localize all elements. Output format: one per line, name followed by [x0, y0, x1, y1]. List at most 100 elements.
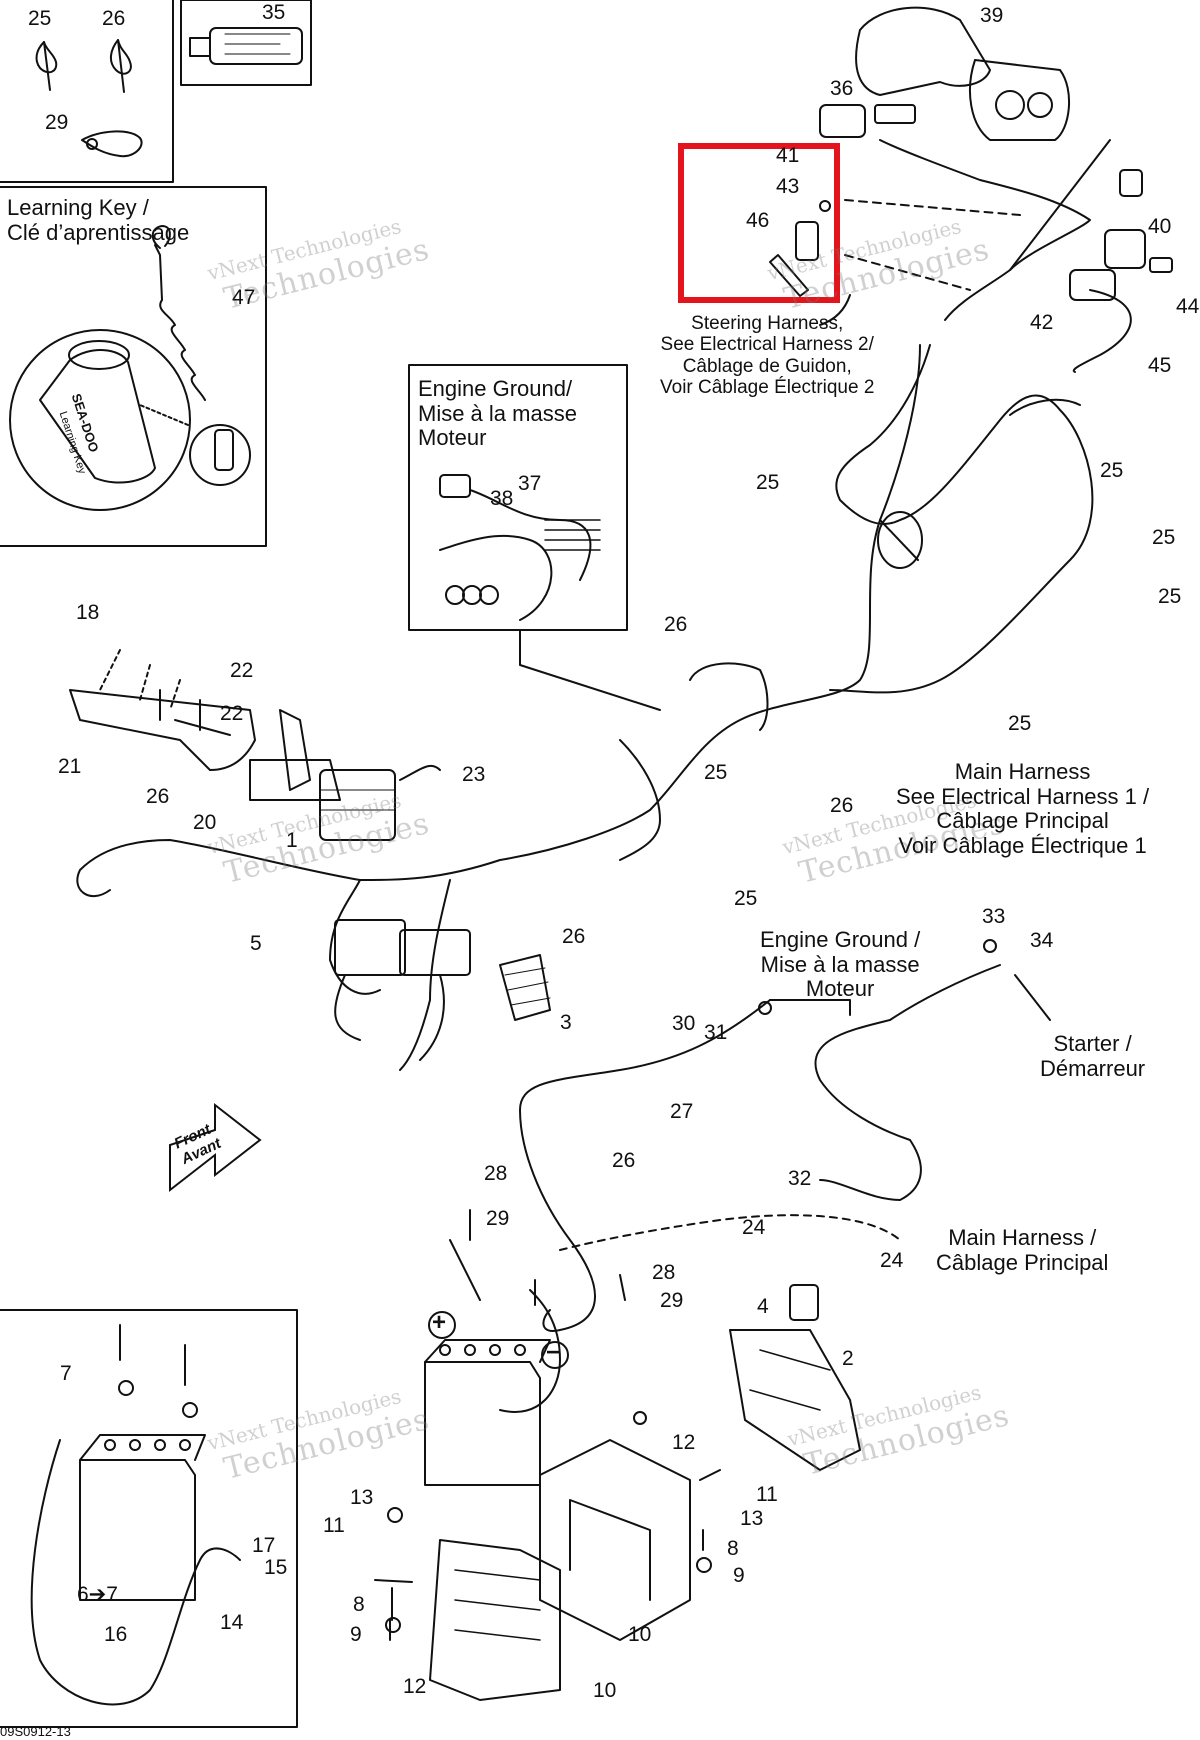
callout-36: 36 — [830, 77, 854, 100]
callout-43: 43 — [776, 175, 800, 198]
callout-11: 11 — [323, 1514, 345, 1537]
learning-key-caption: Learning Key / Clé d’aprentissage — [7, 195, 190, 245]
starter-arrow — [1014, 974, 1051, 1021]
inset-frame-battery — [0, 1309, 298, 1728]
main-harness-line — [619, 739, 661, 861]
callout-15: 15 — [264, 1556, 288, 1579]
engine-ground-leader — [519, 629, 661, 711]
callout-34: 34 — [1030, 929, 1054, 952]
battery-tray-illustration — [429, 1439, 691, 1701]
engine-ground-arrow — [769, 999, 851, 1016]
fastener-group — [118, 939, 997, 1641]
callout-18: 18 — [76, 601, 100, 624]
callout-26: 26 — [146, 785, 170, 808]
callout-6-to-7: 6➔7 — [77, 1583, 118, 1606]
callout-28: 28 — [652, 1261, 676, 1284]
battery-minus-symbol: − — [546, 1339, 561, 1366]
ecm-illustration — [334, 919, 471, 1061]
bolt-dash — [99, 649, 121, 691]
steering-harness-caption: Steering Harness, See Electrical Harness… — [660, 313, 875, 398]
inset-frame-ties — [0, 0, 174, 183]
callout-11: 11 — [756, 1483, 778, 1506]
front-arrow-icon — [169, 1102, 262, 1193]
bracket-illustration — [69, 689, 256, 771]
callout-31: 31 — [704, 1021, 728, 1044]
callout-27: 27 — [670, 1100, 694, 1123]
callout-14: 14 — [220, 1611, 244, 1634]
connector-45-wire — [1072, 289, 1132, 373]
main-harness-line — [399, 879, 451, 1071]
bolt-dash — [139, 664, 151, 701]
battery-illustration-inset — [30, 1434, 241, 1706]
steering-harness-branch — [1009, 139, 1111, 271]
callout-9: 9 — [350, 1623, 362, 1646]
callout-10: 10 — [593, 1679, 617, 1702]
callout-2: 2 — [842, 1347, 854, 1370]
main-harness-line — [829, 344, 1094, 694]
callout-28: 28 — [484, 1162, 508, 1185]
callout-30: 30 — [672, 1012, 696, 1035]
callout-25: 25 — [1008, 712, 1032, 735]
fuse-box-illustration — [249, 709, 441, 841]
callout-21: 21 — [58, 755, 82, 778]
callout-45: 45 — [1148, 354, 1172, 377]
callout-16: 16 — [104, 1623, 128, 1646]
callout-26: 26 — [664, 613, 688, 636]
callout-24: 24 — [742, 1216, 766, 1239]
steering-harness-dash — [844, 199, 1021, 216]
callout-26: 26 — [830, 794, 854, 817]
inset-frame-learning-key — [0, 186, 267, 547]
callout-33: 33 — [982, 905, 1006, 928]
battery-illustration-center — [424, 1311, 569, 1486]
main-harness-line — [329, 879, 381, 995]
callout-26: 26 — [612, 1149, 636, 1172]
callout-7: 7 — [60, 1362, 72, 1385]
solenoid-bracket-illustration — [729, 1284, 861, 1471]
callout-13: 13 — [350, 1486, 374, 1509]
engine-ground-caption-mid: Engine Ground / Mise à la masse Moteur — [760, 927, 921, 1002]
callout-8: 8 — [353, 1593, 365, 1616]
bolt-dash — [169, 679, 181, 711]
callout-20: 20 — [193, 811, 217, 834]
callout-17: 17 — [252, 1534, 276, 1557]
callout-3: 3 — [560, 1011, 572, 1034]
callout-23: 23 — [462, 763, 486, 786]
grease-tube-icon — [189, 27, 303, 65]
battery-plus-symbol: + — [432, 1309, 447, 1336]
clamp-icon — [81, 130, 143, 158]
inset-frame-grease — [180, 0, 312, 86]
voltage-regulator-illustration — [499, 954, 551, 1021]
main-harness-line — [689, 662, 769, 731]
callout-46: 46 — [746, 209, 770, 232]
starter-caption: Starter / Démarreur — [1040, 1031, 1146, 1081]
battery-cable-positive — [449, 1239, 481, 1301]
main-harness-caption-2: Main Harness / Câblage Principal — [936, 1225, 1109, 1275]
callout-4: 4 — [757, 1295, 769, 1318]
callout-26: 26 — [562, 925, 586, 948]
callout-12: 12 — [672, 1431, 696, 1454]
callout-25: 25 — [28, 7, 52, 30]
handlebar-switch-illustration — [819, 104, 1173, 301]
steering-harness-line — [879, 139, 1091, 321]
callout-32: 32 — [788, 1167, 812, 1190]
callout-25: 25 — [1100, 459, 1124, 482]
callout-40: 40 — [1148, 215, 1172, 238]
callout-24: 24 — [880, 1249, 904, 1272]
callout-41: 41 — [776, 144, 800, 167]
grommet-illustration — [877, 511, 923, 569]
callout-39: 39 — [980, 4, 1004, 27]
callout-44: 44 — [1176, 295, 1200, 318]
callout-22: 22 — [220, 702, 244, 725]
document-code: 09S0912-13 — [0, 1724, 71, 1739]
steering-harness-dash — [844, 254, 971, 291]
callout-5: 5 — [250, 932, 262, 955]
callout-9: 9 — [733, 1564, 745, 1587]
callout-38: 38 — [490, 487, 514, 510]
callout-29: 29 — [45, 111, 69, 134]
callout-25: 25 — [704, 761, 728, 784]
cable-tie-icon — [110, 39, 132, 93]
callout-8: 8 — [727, 1537, 739, 1560]
inset-frame-engine-ground — [408, 364, 628, 631]
callout-10: 10 — [628, 1623, 652, 1646]
